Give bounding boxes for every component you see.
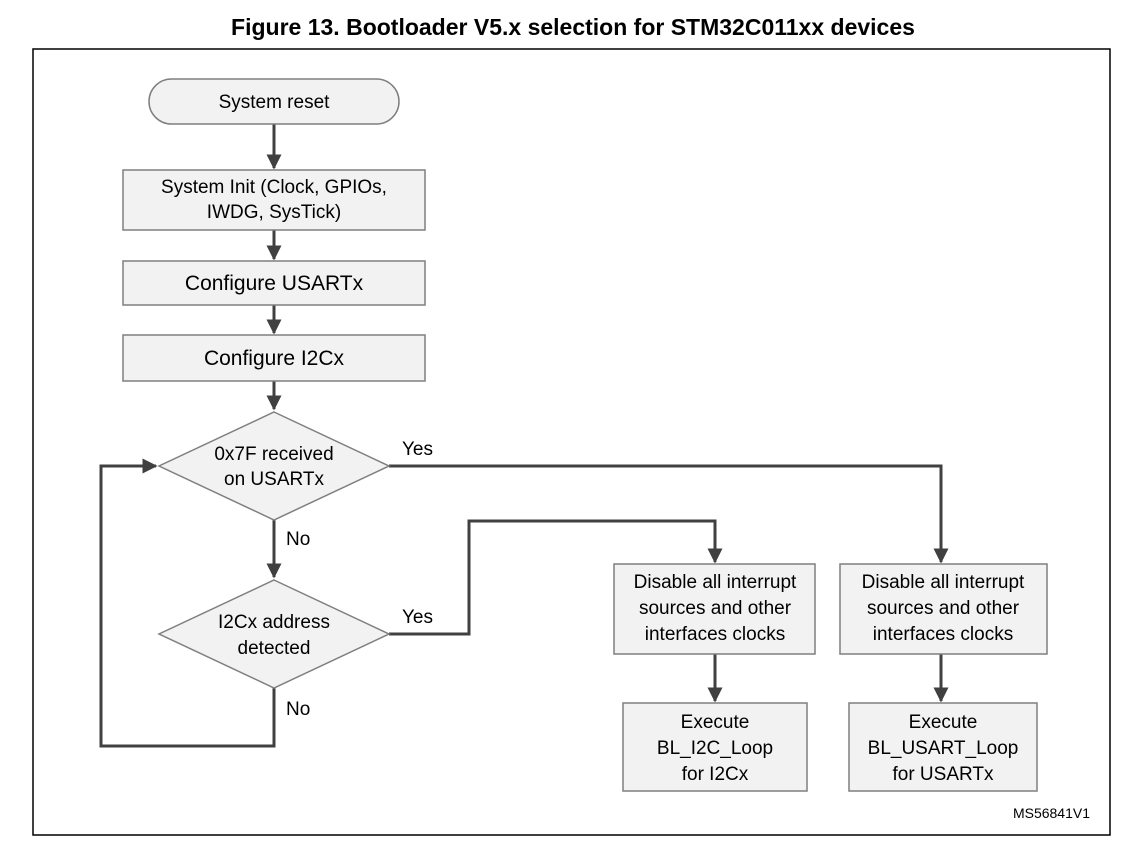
usart-decision-node: 0x7F received on USARTx <box>157 411 391 521</box>
system-reset-label: System reset <box>219 92 331 113</box>
disable-interrupts-usart-node: Disable all interrupt sources and other … <box>839 563 1048 655</box>
configure-usart-node: Configure USARTx <box>122 260 426 306</box>
configure-i2c-node: Configure I2Cx <box>122 334 426 382</box>
figure-title: Figure 13. Bootloader V5.x selection for… <box>231 14 915 40</box>
disable-usart-label-line2: sources and other <box>867 598 1020 619</box>
i2c-decision-label-line2: detected <box>238 638 311 659</box>
yes-label-i2c: Yes <box>402 607 433 628</box>
arrow-i2c-decision-yes <box>389 519 723 636</box>
execute-i2c-label-line3: for I2Cx <box>682 764 749 785</box>
figure-id: MS56841V1 <box>1013 805 1090 821</box>
execute-i2c-label-line2: BL_I2C_Loop <box>657 738 773 759</box>
no-label-i2c: No <box>286 699 310 720</box>
system-init-node: System Init (Clock, GPIOs, IWDG, SysTick… <box>122 169 426 231</box>
execute-usart-label-line2: BL_USART_Loop <box>868 738 1019 759</box>
execute-i2c-label-line1: Execute <box>681 712 750 733</box>
disable-usart-label-line3: interfaces clocks <box>873 624 1013 645</box>
usart-decision-label-line1: 0x7F received <box>214 444 333 465</box>
no-label-usart: No <box>286 529 310 550</box>
i2c-decision-label-line1: I2Cx address <box>218 612 330 633</box>
configure-usart-label: Configure USARTx <box>185 272 364 295</box>
execute-usart-label-line1: Execute <box>909 712 978 733</box>
system-reset-node: System reset <box>148 78 400 125</box>
system-init-label-line1: System Init (Clock, GPIOs, <box>161 177 387 198</box>
execute-i2c-node: Execute BL_I2C_Loop for I2Cx <box>622 702 808 792</box>
arrow-i2c-decision-no-loop <box>99 458 276 748</box>
execute-usart-node: Execute BL_USART_Loop for USARTx <box>848 702 1038 792</box>
disable-interrupts-i2c-node: Disable all interrupt sources and other … <box>613 563 816 655</box>
connectors <box>99 124 949 748</box>
figure-frame <box>32 48 1111 836</box>
disable-i2c-label-line3: interfaces clocks <box>645 624 785 645</box>
system-init-label-line2: IWDG, SysTick) <box>207 202 341 223</box>
disable-usart-label-line1: Disable all interrupt <box>862 572 1025 593</box>
execute-usart-label-line3: for USARTx <box>892 764 994 785</box>
yes-label-usart: Yes <box>402 439 433 460</box>
i2c-decision-node: I2Cx address detected <box>157 579 391 689</box>
disable-i2c-label-line1: Disable all interrupt <box>634 572 797 593</box>
arrow-usart-decision-yes <box>389 464 949 564</box>
configure-i2c-label: Configure I2Cx <box>204 347 345 370</box>
disable-i2c-label-line2: sources and other <box>639 598 792 619</box>
usart-decision-label-line2: on USARTx <box>224 469 324 490</box>
